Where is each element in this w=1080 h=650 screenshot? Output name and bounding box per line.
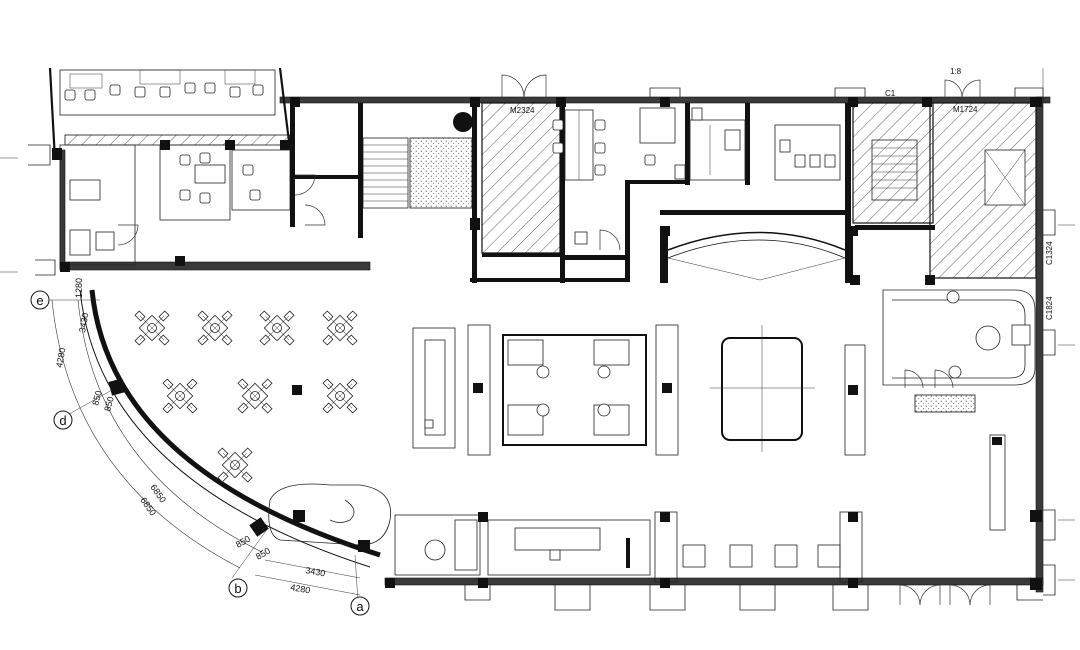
dimension-850-b: 850 bbox=[102, 395, 116, 412]
scale-label: 1:8 bbox=[950, 67, 962, 76]
columns bbox=[52, 97, 1042, 590]
dimension-lines bbox=[48, 299, 361, 603]
window-label-c1324: C1324 bbox=[1045, 241, 1054, 265]
central-seating bbox=[412, 324, 866, 456]
hatched-cores bbox=[481, 102, 1037, 279]
dimension-850-a: 850 bbox=[90, 389, 104, 406]
stair-right bbox=[871, 139, 918, 201]
axis-label-e: e bbox=[36, 293, 43, 308]
door-label-m1724: M1724 bbox=[953, 105, 978, 114]
workstations-upper bbox=[552, 107, 676, 245]
bar-area bbox=[882, 289, 1036, 531]
dimension-4280-top: 4280 bbox=[54, 347, 67, 368]
stair-left bbox=[362, 112, 473, 209]
dimension-6850-b: 6850 bbox=[138, 495, 158, 517]
dimension-850-d: 850 bbox=[254, 546, 272, 562]
door-label-m2324: M2324 bbox=[510, 106, 535, 115]
axis-label-b: b bbox=[234, 581, 241, 596]
axis-label-d: d bbox=[59, 413, 66, 428]
dimension-850-c: 850 bbox=[234, 534, 252, 550]
interior-walls-top bbox=[290, 97, 935, 283]
axis-label-a: a bbox=[356, 599, 364, 614]
dimension-3430-top: 3430 bbox=[77, 312, 90, 333]
lounge-tables bbox=[134, 310, 358, 483]
window-label-c1: C1 bbox=[885, 89, 896, 98]
entrance-arch bbox=[660, 228, 853, 283]
exterior-pilasters bbox=[0, 68, 1075, 611]
dimension-4280-bottom: 4280 bbox=[290, 582, 311, 595]
dimension-1280: 1280 bbox=[74, 278, 84, 298]
office-area-upper bbox=[59, 69, 291, 266]
window-label-c1824: C1824 bbox=[1045, 296, 1054, 320]
bottom-fixtures bbox=[268, 483, 863, 583]
restrooms bbox=[674, 107, 841, 181]
dimension-3430-bottom: 3430 bbox=[305, 565, 326, 578]
axis-markers bbox=[30, 290, 370, 616]
